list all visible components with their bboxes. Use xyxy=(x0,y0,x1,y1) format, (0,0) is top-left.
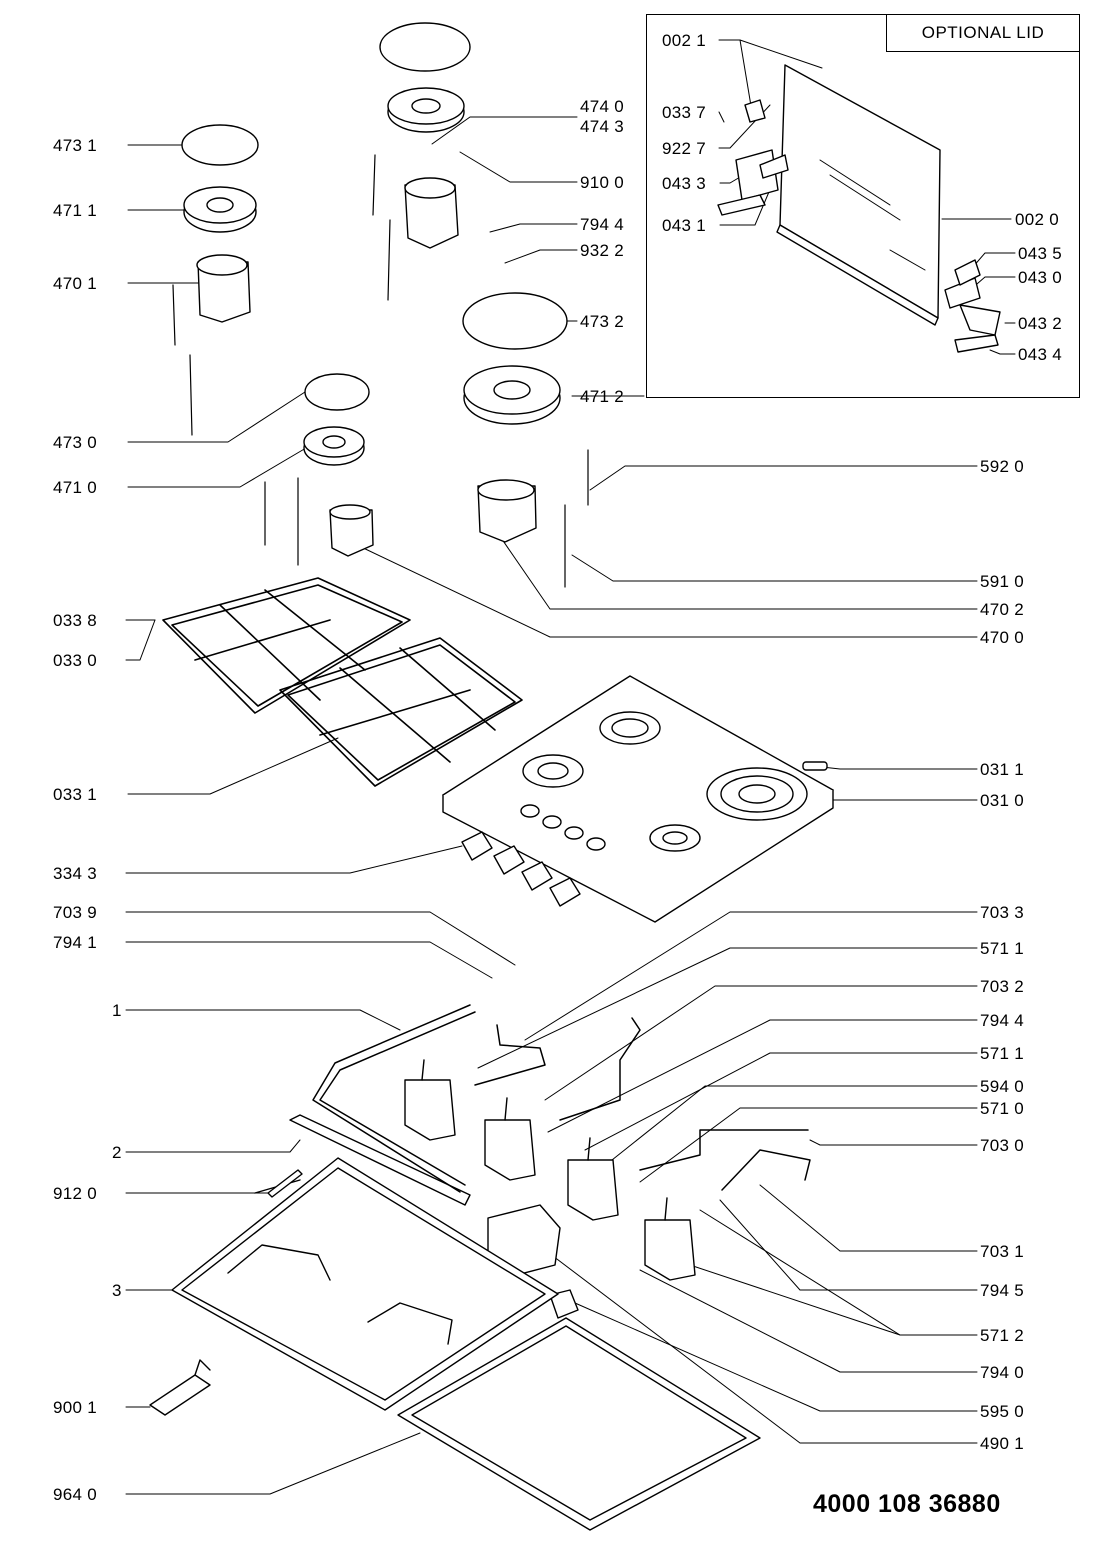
spark-generator xyxy=(487,1204,579,1319)
part-label: 470 0 xyxy=(980,628,1025,647)
part-label: 471 2 xyxy=(580,387,625,406)
part-label: 334 3 xyxy=(53,864,98,883)
part-label: 794 1 xyxy=(53,933,98,952)
part-label: 3 xyxy=(112,1281,122,1300)
part-label: 043 0 xyxy=(1018,268,1063,287)
part-label: 703 2 xyxy=(980,977,1025,996)
part-label: 002 1 xyxy=(662,31,707,50)
part-label: 033 0 xyxy=(53,651,98,670)
part-label: 703 1 xyxy=(980,1242,1025,1261)
leader-lines-left xyxy=(125,144,516,1495)
part-label: 703 3 xyxy=(980,903,1025,922)
part-label: 474 3 xyxy=(580,117,625,136)
gas-valves xyxy=(404,1059,696,1281)
burner-bodies xyxy=(196,177,537,557)
optional-lid-title: OPTIONAL LID xyxy=(921,23,1045,42)
part-label: 043 5 xyxy=(1018,244,1063,263)
part-label: 2 xyxy=(112,1143,122,1162)
part-label: 031 0 xyxy=(980,791,1025,810)
part-label: 571 1 xyxy=(980,1044,1025,1063)
gasket-seal xyxy=(397,1317,761,1531)
burner-crowns xyxy=(183,87,561,466)
part-label: 043 1 xyxy=(662,216,707,235)
part-label: 703 9 xyxy=(53,903,98,922)
part-label: 922 7 xyxy=(662,139,707,158)
part-label: 470 1 xyxy=(53,274,98,293)
part-label: 002 0 xyxy=(1015,210,1060,229)
part-label: 592 0 xyxy=(980,457,1025,476)
bottom-tray xyxy=(171,1157,559,1411)
part-label: 794 5 xyxy=(980,1281,1025,1300)
part-label: 964 0 xyxy=(53,1485,98,1504)
part-label: 794 4 xyxy=(580,215,625,234)
lid-panel xyxy=(776,64,941,326)
part-label: 591 0 xyxy=(980,572,1025,591)
part-label: 043 2 xyxy=(1018,314,1063,333)
part-label: 473 1 xyxy=(53,136,98,155)
part-label: 031 1 xyxy=(980,760,1025,779)
part-label: 490 1 xyxy=(980,1434,1025,1453)
part-label: 471 0 xyxy=(53,478,98,497)
part-label: 595 0 xyxy=(980,1402,1025,1421)
part-label: 473 0 xyxy=(53,433,98,452)
part-label: 471 1 xyxy=(53,201,98,220)
part-label: 473 2 xyxy=(580,312,625,331)
part-label: 794 4 xyxy=(980,1011,1025,1030)
leader-lines-lid xyxy=(718,39,1016,355)
part-label: 932 2 xyxy=(580,241,625,260)
optional-lid-frame xyxy=(646,14,1080,398)
pan-supports xyxy=(162,577,523,787)
thermocouples xyxy=(172,154,589,588)
part-label: 1 xyxy=(112,1001,122,1020)
part-label: 474 0 xyxy=(580,97,625,116)
hob-top xyxy=(442,675,834,923)
part-label: 043 3 xyxy=(662,174,707,193)
part-label: 910 0 xyxy=(580,173,625,192)
screw xyxy=(267,1169,303,1198)
optional-lid-title-box: OPTIONAL LID xyxy=(886,14,1080,52)
part-label: 033 7 xyxy=(662,103,707,122)
fixing-clamp xyxy=(149,1359,211,1416)
part-label: 900 1 xyxy=(53,1398,98,1417)
drawing-code: 4000 108 36880 xyxy=(813,1490,1001,1518)
part-label: 912 0 xyxy=(53,1184,98,1203)
part-label: 043 4 xyxy=(1018,345,1063,364)
part-label: 703 0 xyxy=(980,1136,1025,1155)
knobs xyxy=(461,831,581,907)
lid-hinges xyxy=(717,99,1001,353)
part-label: 033 1 xyxy=(53,785,98,804)
part-label: 571 0 xyxy=(980,1099,1025,1118)
part-label: 571 2 xyxy=(980,1326,1025,1345)
part-label: 571 1 xyxy=(980,939,1025,958)
part-label: 470 2 xyxy=(980,600,1025,619)
gas-pipes xyxy=(312,1004,811,1193)
part-label: 594 0 xyxy=(980,1077,1025,1096)
part-label: 033 8 xyxy=(53,611,98,630)
leader-lines-right xyxy=(356,116,978,1444)
burner-caps xyxy=(181,22,568,411)
part-label: 794 0 xyxy=(980,1363,1025,1382)
